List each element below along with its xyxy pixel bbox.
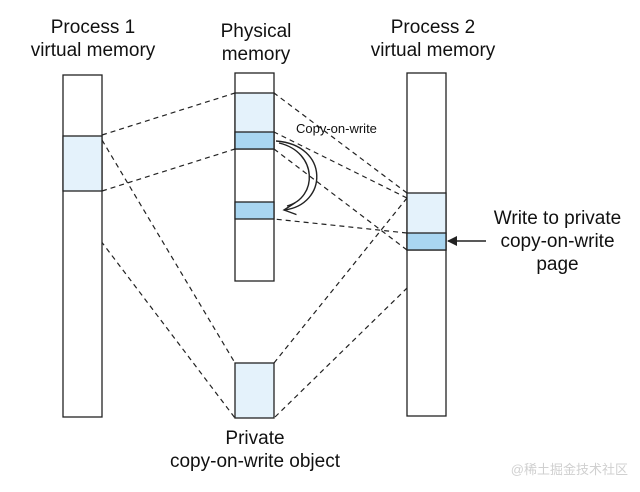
- process1-label-line1: Process 1: [50, 17, 136, 38]
- private-object-label: Private copy-on-write object: [150, 427, 360, 473]
- process2-label-line1: Process 2: [390, 17, 476, 38]
- map-line-p2-page-to-phys-lower: [273, 148, 408, 251]
- write-label-line1: Write to private: [493, 208, 622, 229]
- write-label-line2: copy-on-write: [500, 231, 615, 252]
- process1-label: Process 1 virtual memory: [8, 16, 178, 62]
- private-label-line2: copy-on-write object: [169, 451, 341, 472]
- map-line-p1-top-to-object-top: [101, 139, 236, 364]
- physical-label-line1: Physical: [220, 21, 292, 42]
- process2-memory-bar: [406, 72, 447, 417]
- watermark: @稀土掘金技术社区: [510, 462, 628, 477]
- physical-memory-label: Physical memory: [176, 20, 336, 66]
- map-line-p2-top-to-phys-top: [273, 92, 408, 194]
- process2-label: Process 2 virtual memory: [348, 16, 518, 62]
- map-line-p2-top-to-phys-page: [273, 131, 408, 199]
- process1-label-line2: virtual memory: [30, 40, 156, 61]
- process1-mapped-area: [62, 135, 103, 192]
- process2-written-page: [406, 232, 447, 251]
- copy-on-write-arrow: [275, 140, 318, 210]
- private-object-bar: [234, 362, 275, 419]
- map-line-p1-top-to-phys-top: [101, 92, 236, 136]
- map-line-p2-page-to-phys-newpage: [273, 218, 408, 234]
- private-label-line1: Private: [225, 428, 285, 449]
- write-private-label: Write to private copy-on-write page: [470, 207, 640, 276]
- map-line-p1-bottom-to-phys-page: [101, 148, 236, 192]
- physical-memory-bar: [234, 72, 275, 282]
- map-line-p2-top-to-object-top: [273, 197, 408, 364]
- process2-label-line2: virtual memory: [370, 40, 496, 61]
- physical-copied-page: [234, 201, 275, 220]
- physical-label-line2: memory: [221, 44, 291, 65]
- process1-memory-bar: [62, 74, 103, 418]
- physical-original-page: [234, 131, 275, 150]
- write-label-line3: page: [536, 254, 579, 275]
- copy-on-write-label: Copy-on-write: [296, 121, 377, 136]
